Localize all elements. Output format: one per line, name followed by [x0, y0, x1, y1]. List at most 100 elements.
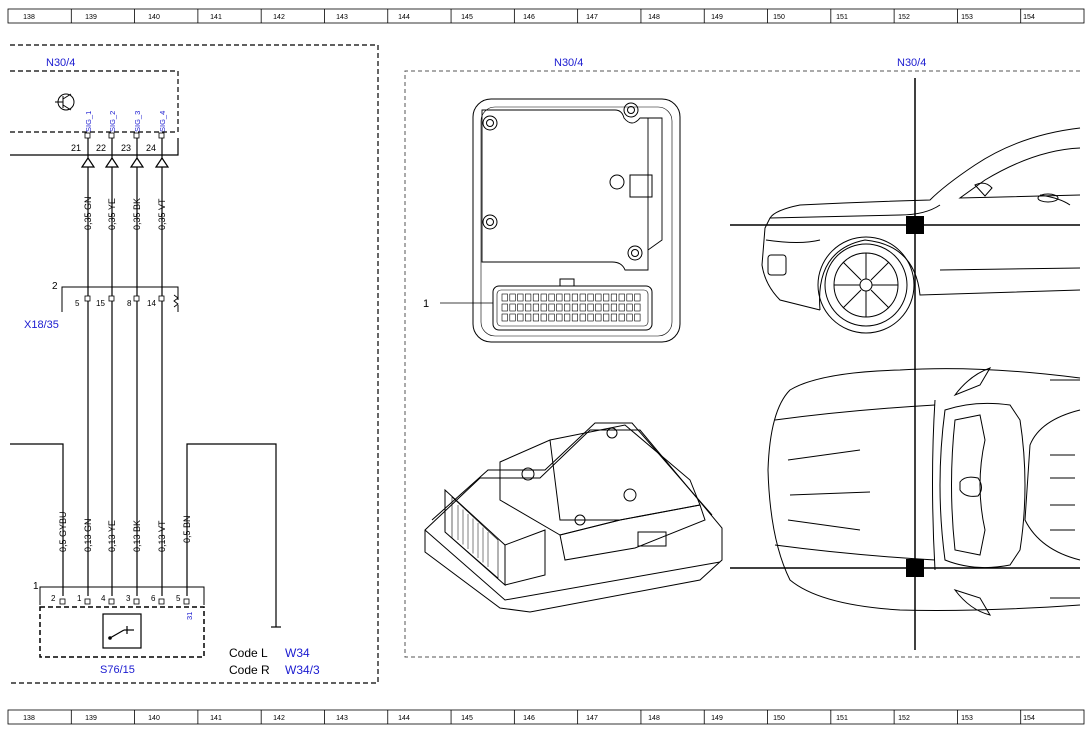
connector-pin-cell: [532, 293, 540, 302]
wire-label: 0,35 VT: [157, 198, 167, 230]
ruler-top-number: 141: [210, 14, 222, 21]
connector-pin-cell: [587, 313, 594, 322]
connector-pin-cell: [540, 313, 547, 322]
location-marker: [906, 559, 924, 577]
connector-pin-cell: [610, 293, 618, 302]
wire-label: 0,35 BK: [132, 198, 142, 230]
ruler-bottom-number: 147: [586, 715, 598, 722]
connector-pin-cell: [610, 303, 618, 312]
ruler-top-number: 145: [461, 14, 473, 21]
ruler-bottom-number: 146: [523, 715, 535, 722]
connector-pin-cell: [517, 303, 524, 312]
ruler-bottom-number: 154: [1023, 715, 1035, 722]
ruler-bottom-number: 153: [961, 715, 973, 722]
connector-pin-cell: [556, 313, 563, 322]
connector-pin-cell: [564, 313, 571, 322]
connector-pin-cell: [571, 313, 579, 322]
lower-wires: [10, 301, 281, 628]
signal-label: SIG_3: [133, 111, 142, 132]
connector-pin-cell: [595, 303, 602, 312]
pin-number: 3: [126, 594, 131, 603]
switch-icon: [102, 613, 142, 649]
code-label: Code R: [229, 663, 270, 677]
connector-pin-cell: [603, 313, 610, 322]
connector-pin-cell: [571, 303, 579, 312]
connector-pin-cell: [587, 293, 594, 302]
ruler-top-number: 147: [586, 14, 598, 21]
component-location-panel: N30/4 N30/4 1: [404, 57, 1081, 658]
module-boundary: [10, 44, 379, 684]
connector-pin-cell: [634, 303, 641, 312]
module-top-view: [472, 98, 681, 343]
connector-pin-cell: [564, 293, 571, 302]
location-marker: [906, 216, 924, 234]
callout-number: 1: [423, 298, 429, 310]
pin-number: 5: [75, 299, 80, 308]
car-top-view: [767, 367, 1081, 616]
ruler-bottom-number: 150: [773, 715, 785, 722]
connector-pin-cell: [603, 293, 610, 302]
wire-label: 0,13 BK: [132, 520, 142, 552]
pin-number: 24: [146, 143, 156, 153]
ruler-top-number: 143: [336, 14, 348, 21]
switch-label: S76/15: [100, 664, 135, 676]
ruler-bottom-number: 151: [836, 715, 848, 722]
control-unit-n30-4: N30/4 SIG_1 SIG_2 SIG_3 SIG_4 21 22: [10, 57, 179, 156]
ruler-top-number: 154: [1023, 14, 1035, 21]
ruler-top-number: 140: [148, 14, 160, 21]
connector-pin-cell: [556, 293, 563, 302]
connector-pin-cell: [603, 303, 610, 312]
connector-pin-cell: [634, 313, 641, 322]
connector-pin-cell: [556, 303, 563, 312]
connector-pin-cell: [571, 293, 579, 302]
connector-pin-cell: [595, 313, 602, 322]
control-unit-label: N30/4: [46, 57, 75, 69]
connector-pin-cell: [579, 293, 586, 302]
connector-pin-cell: [509, 303, 516, 312]
connector-pin-cell: [626, 293, 633, 302]
connector-pin-cell: [564, 303, 571, 312]
ruler-bottom-number: 152: [898, 715, 910, 722]
transistor-icon: [55, 93, 75, 111]
connector-pin-cell: [579, 313, 586, 322]
connector-pin-cell: [618, 313, 625, 322]
switch-number: 1: [33, 581, 39, 592]
connector-pin-cell: [525, 303, 532, 312]
wire-label: 0,13 GN: [83, 518, 93, 552]
connector-pin-cell: [509, 313, 516, 322]
ruler-top-number: 151: [836, 14, 848, 21]
connector-pin-cell: [579, 303, 586, 312]
ruler-top-number: 149: [711, 14, 723, 21]
wire-label: 0,35 YE: [107, 198, 117, 230]
connector-pin-cell: [610, 313, 618, 322]
pin-number: 4: [101, 594, 106, 603]
connector-pin-cell: [618, 293, 625, 302]
connector-pin-cell: [587, 303, 594, 312]
ruler-top-number: 153: [961, 14, 973, 21]
code-label: Code L: [229, 646, 268, 660]
ruler-top-number: 148: [648, 14, 660, 21]
connector-pin-cell: [548, 293, 555, 302]
wire-label: 0,13 VT: [157, 520, 167, 552]
ruler-bottom-number: 148: [648, 715, 660, 722]
ruler-top-number: 139: [85, 14, 97, 21]
car-side-view: [761, 127, 1081, 334]
connector-pin-cell: [532, 313, 540, 322]
pin-number: 15: [96, 299, 105, 308]
ruler-bottom: 138 139 140 141 142 143 144 145 146 147 …: [7, 709, 1085, 725]
ruler-top-number: 144: [398, 14, 410, 21]
connector-pin-cell: [517, 293, 524, 302]
ruler-top-number: 142: [273, 14, 285, 21]
wire-label: 0,5 GYBU: [58, 511, 68, 552]
connector-pin-cell: [626, 313, 633, 322]
signal-label: SIG_4: [158, 111, 167, 132]
connector-pin-cell: [501, 293, 508, 302]
pin-number: 22: [96, 143, 106, 153]
module-isometric-view: [424, 422, 723, 613]
pin-number: 23: [121, 143, 131, 153]
ruler-bottom-number: 142: [273, 715, 285, 722]
view-label: N30/4: [897, 57, 926, 69]
pin-number: 1: [77, 594, 82, 603]
connector-pin-cell: [532, 303, 540, 312]
ground-label: 31: [185, 612, 194, 620]
